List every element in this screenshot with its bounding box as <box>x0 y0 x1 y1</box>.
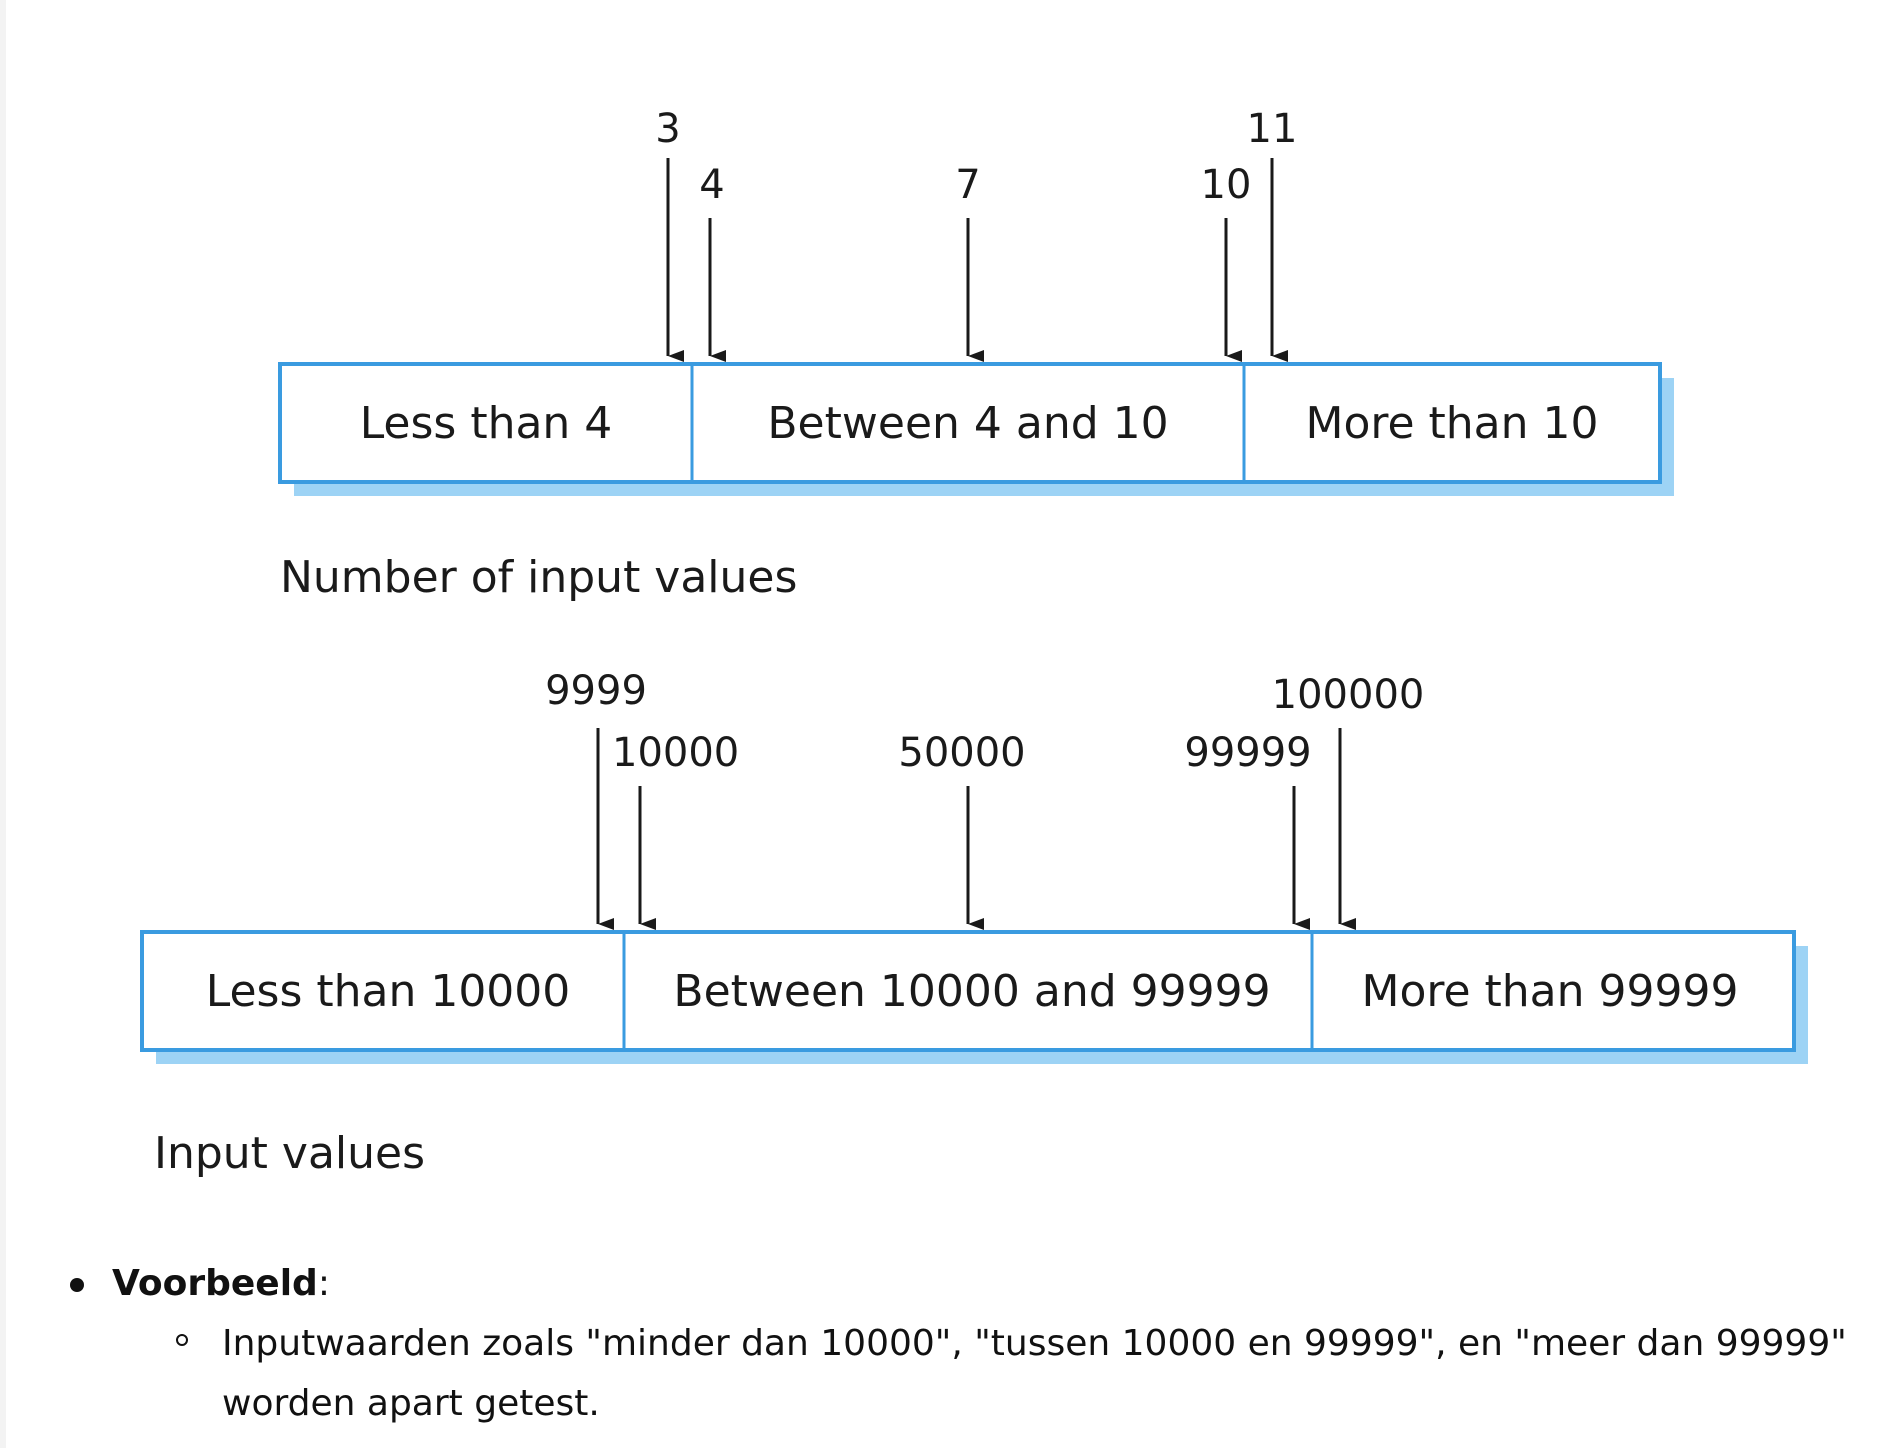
test-value-label: 10000 <box>612 730 739 776</box>
test-value-label: 7 <box>955 162 980 208</box>
test-value-label: 10 <box>1201 162 1252 208</box>
equivalence-partition-diagram: Less than 4 Between 4 and 10 More than 1… <box>140 106 1808 1179</box>
left-margin-strip <box>0 0 6 1448</box>
test-value-label: 11 <box>1247 106 1298 152</box>
test-value-label: 50000 <box>898 730 1025 776</box>
test-value-label: 9999 <box>545 668 647 714</box>
diagram-caption: Number of input values <box>280 552 797 603</box>
partition-label: More than 99999 <box>1361 966 1738 1017</box>
partition-label: Between 10000 and 99999 <box>673 966 1270 1017</box>
partition-label: More than 10 <box>1305 398 1598 449</box>
diagram-1: Less than 4 Between 4 and 10 More than 1… <box>278 106 1674 603</box>
partition-label: Less than 4 <box>360 398 613 449</box>
diagram-2: Less than 10000 Between 10000 and 99999 … <box>140 668 1808 1179</box>
hollow-bullet-icon <box>176 1334 188 1346</box>
test-value-label: 4 <box>699 162 724 208</box>
example-label: Voorbeeld <box>112 1263 318 1304</box>
test-value-label: 100000 <box>1272 672 1425 718</box>
partition-box-2 <box>140 930 1796 1052</box>
bullet-dot-icon <box>70 1278 84 1292</box>
partition-label: Between 4 and 10 <box>767 398 1168 449</box>
example-label-punct: : <box>317 1263 330 1304</box>
partition-label: Less than 10000 <box>206 966 571 1017</box>
test-value-label: 99999 <box>1184 730 1311 776</box>
example-text: Inputwaarden zoals "minder dan 10000", "… <box>222 1323 1847 1424</box>
bullet-item: Voorbeeld: <box>70 1254 330 1314</box>
partition-box-1 <box>278 362 1662 484</box>
test-value-label: 3 <box>655 106 680 152</box>
diagram-caption: Input values <box>154 1128 425 1179</box>
sub-bullet-item: Inputwaarden zoals "minder dan 10000", "… <box>176 1314 1872 1434</box>
